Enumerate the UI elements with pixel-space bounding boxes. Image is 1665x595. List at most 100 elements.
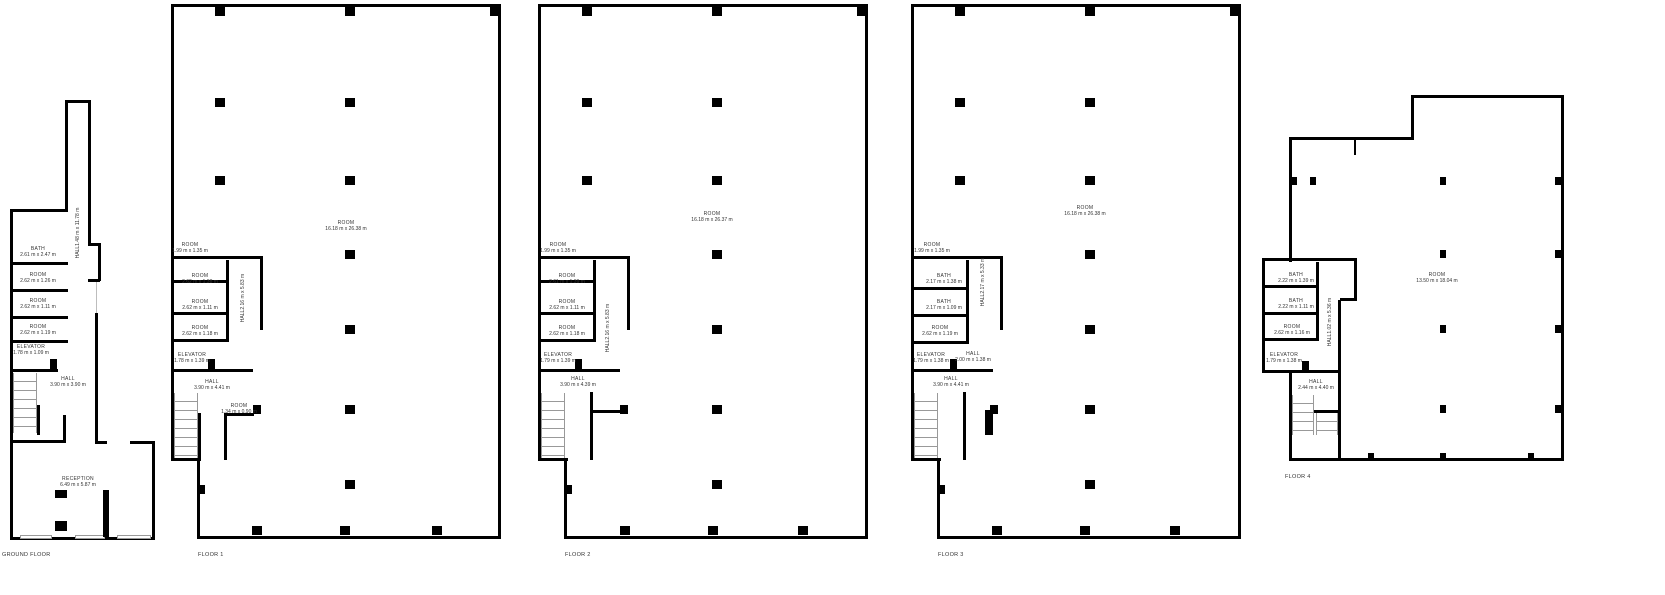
column: [857, 7, 867, 16]
wall: [911, 341, 968, 344]
wall: [865, 4, 868, 539]
elevator-shaft: [950, 359, 957, 369]
column: [252, 526, 262, 535]
wall: [538, 339, 595, 342]
wall: [10, 340, 68, 343]
column: [340, 526, 350, 535]
wall: [1561, 95, 1564, 461]
column: [345, 405, 355, 414]
stairs: [1292, 395, 1314, 435]
wall: [911, 458, 941, 461]
wall: [538, 4, 541, 461]
wall: [1340, 298, 1357, 301]
wall: [171, 280, 228, 283]
floor-title: FLOOR 3: [938, 552, 964, 558]
column: [955, 176, 965, 185]
wall: [130, 441, 155, 444]
column: [432, 526, 442, 535]
window: [117, 535, 151, 539]
column: [992, 526, 1002, 535]
wall: [1238, 4, 1241, 539]
wall: [538, 256, 630, 259]
column: [1555, 250, 1561, 258]
column: [620, 526, 630, 535]
wall: [1262, 258, 1265, 373]
column: [1368, 453, 1374, 459]
column: [1292, 177, 1297, 185]
wall: [171, 369, 253, 372]
column: [564, 485, 572, 494]
column: [215, 176, 225, 185]
column: [937, 485, 945, 494]
floor-title: FLOOR 2: [565, 552, 591, 558]
column: [55, 490, 67, 498]
column: [1085, 7, 1095, 16]
column: [345, 325, 355, 334]
wall: [10, 209, 13, 539]
wall: [1262, 312, 1318, 315]
column: [1440, 250, 1446, 258]
wall: [197, 458, 200, 539]
column: [712, 98, 722, 107]
column: [1085, 480, 1095, 489]
column: [1080, 526, 1090, 535]
column: [1230, 7, 1240, 16]
wall: [1262, 338, 1318, 341]
wall: [224, 413, 254, 416]
stairs: [914, 393, 938, 458]
wall: [593, 260, 596, 342]
wall: [1354, 258, 1357, 300]
column: [1555, 177, 1561, 185]
wall: [95, 313, 98, 443]
wall: [937, 536, 1241, 539]
wall: [1316, 262, 1319, 341]
column: [1555, 325, 1561, 333]
stairs: [174, 393, 198, 458]
column: [345, 176, 355, 185]
wall: [963, 392, 966, 460]
elevator-shaft: [575, 359, 582, 369]
wall: [10, 369, 58, 372]
wall: [1262, 285, 1318, 288]
stairs: [541, 393, 565, 458]
wall: [197, 536, 501, 539]
wall: [911, 314, 968, 317]
column: [1528, 453, 1534, 459]
wall: [590, 410, 620, 413]
wall: [1262, 370, 1340, 373]
wall: [95, 441, 107, 444]
column: [1170, 526, 1180, 535]
wall: [37, 405, 40, 435]
wall: [10, 262, 68, 265]
wall: [1289, 137, 1292, 262]
window: [75, 535, 105, 539]
wall: [1289, 458, 1564, 461]
wall: [1289, 372, 1292, 461]
wall: [564, 458, 567, 539]
wall: [171, 4, 174, 259]
wall: [1354, 137, 1356, 155]
wall: [88, 279, 100, 282]
wall: [498, 4, 501, 539]
